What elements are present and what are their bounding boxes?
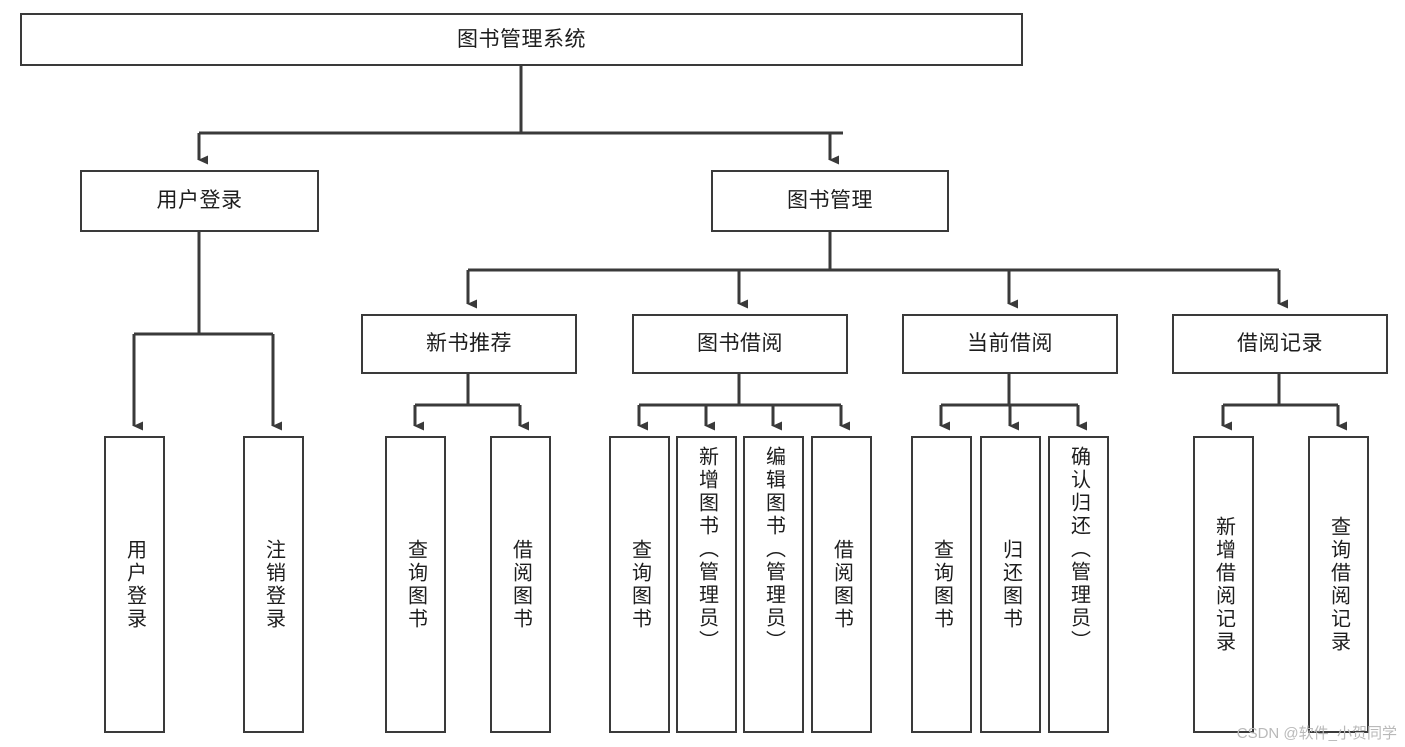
node-leaf-add-book[interactable]: 新增图书（管理员） [676, 436, 737, 733]
node-new-book-recommend-label: 新书推荐 [426, 332, 512, 356]
node-leaf-borrow-book-1[interactable]: 借阅图书 [490, 436, 551, 733]
node-current-borrow[interactable]: 当前借阅 [902, 314, 1118, 374]
node-leaf-query-book-3[interactable]: 查询图书 [911, 436, 972, 733]
node-leaf-borrow-book-1-label: 借阅图书 [509, 538, 532, 631]
node-leaf-confirm-return[interactable]: 确认归还（管理员） [1048, 436, 1109, 733]
node-leaf-add-record[interactable]: 新增借阅记录 [1193, 436, 1254, 733]
node-leaf-query-record[interactable]: 查询借阅记录 [1308, 436, 1369, 733]
node-leaf-add-record-label: 新增借阅记录 [1212, 515, 1235, 654]
node-borrow-record-label: 借阅记录 [1237, 332, 1323, 356]
node-leaf-user-login[interactable]: 用户登录 [104, 436, 165, 733]
node-leaf-query-book-2-label: 查询图书 [628, 538, 651, 631]
node-leaf-confirm-return-label: 确认归还（管理员） [1067, 446, 1090, 653]
node-leaf-query-record-label: 查询借阅记录 [1327, 515, 1350, 654]
node-leaf-add-book-label: 新增图书（管理员） [695, 446, 718, 653]
node-book-borrow[interactable]: 图书借阅 [632, 314, 848, 374]
node-leaf-logout-login-label: 注销登录 [262, 538, 285, 631]
node-borrow-record[interactable]: 借阅记录 [1172, 314, 1388, 374]
node-book-management[interactable]: 图书管理 [711, 170, 949, 232]
node-root[interactable]: 图书管理系统 [20, 13, 1023, 66]
node-leaf-edit-book[interactable]: 编辑图书（管理员） [743, 436, 804, 733]
node-leaf-query-book-1-label: 查询图书 [404, 538, 427, 631]
node-leaf-query-book-1[interactable]: 查询图书 [385, 436, 446, 733]
node-user-login[interactable]: 用户登录 [80, 170, 319, 232]
node-leaf-user-login-label: 用户登录 [123, 538, 146, 631]
node-leaf-return-book[interactable]: 归还图书 [980, 436, 1041, 733]
node-leaf-return-book-label: 归还图书 [999, 538, 1022, 631]
node-new-book-recommend[interactable]: 新书推荐 [361, 314, 577, 374]
node-leaf-edit-book-label: 编辑图书（管理员） [762, 446, 785, 653]
node-leaf-query-book-3-label: 查询图书 [930, 538, 953, 631]
node-leaf-borrow-book-2[interactable]: 借阅图书 [811, 436, 872, 733]
node-book-management-label: 图书管理 [787, 189, 873, 213]
node-leaf-logout-login[interactable]: 注销登录 [243, 436, 304, 733]
node-book-borrow-label: 图书借阅 [697, 332, 783, 356]
node-leaf-borrow-book-2-label: 借阅图书 [830, 538, 853, 631]
node-root-label: 图书管理系统 [457, 27, 586, 51]
node-current-borrow-label: 当前借阅 [967, 332, 1053, 356]
watermark-text: CSDN @软件_小贺同学 [1236, 725, 1397, 742]
node-user-login-label: 用户登录 [156, 189, 243, 213]
node-leaf-query-book-2[interactable]: 查询图书 [609, 436, 670, 733]
